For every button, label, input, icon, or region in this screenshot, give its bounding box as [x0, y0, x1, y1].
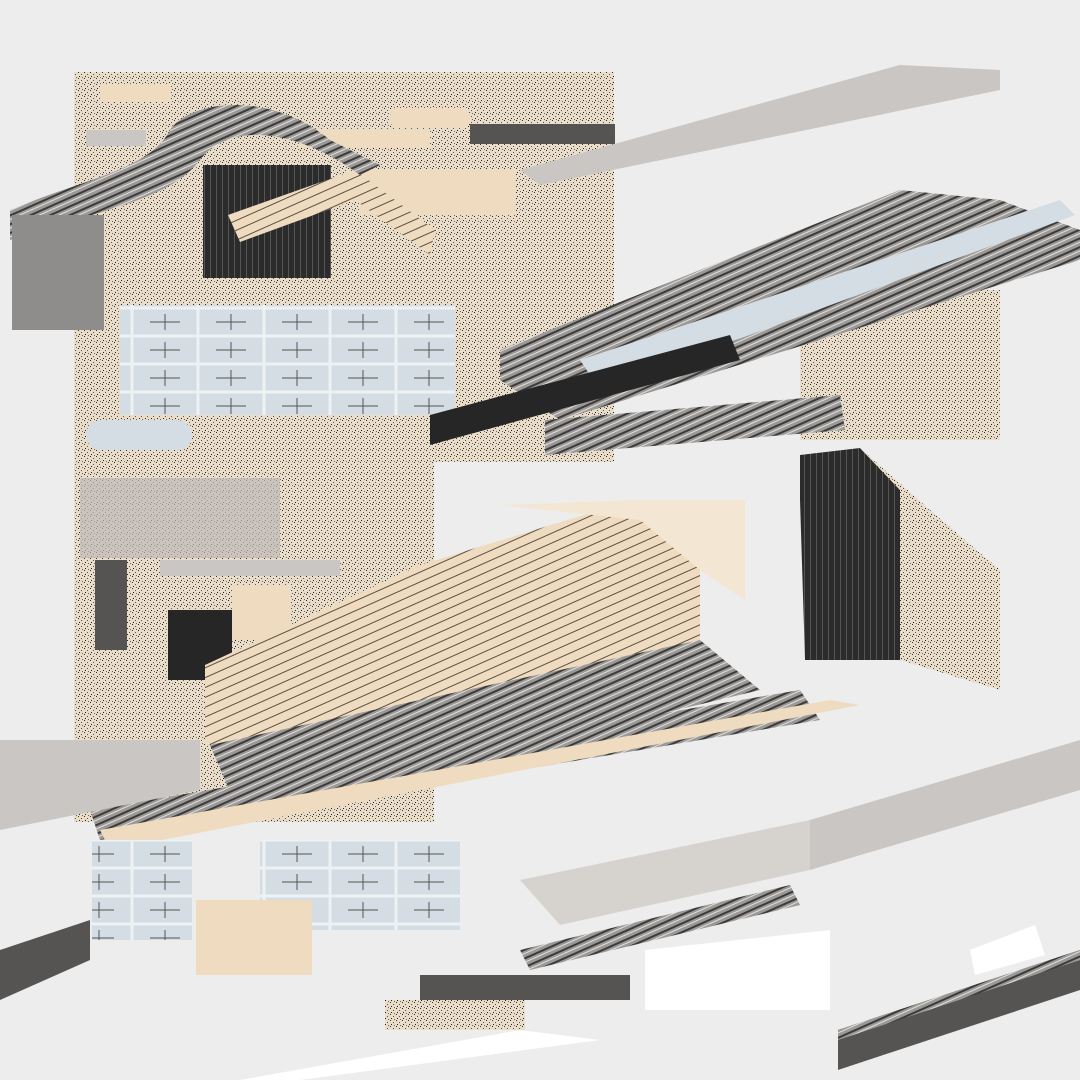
striped-band: [838, 950, 1080, 1040]
gray-room: [80, 478, 280, 558]
blue-grid-lower: [92, 840, 192, 940]
striped-band: [520, 885, 800, 970]
gray-slab-light: [520, 820, 810, 925]
tan-strip: [100, 84, 170, 102]
diagonal-band: [228, 170, 435, 255]
dark-tall-room: [800, 448, 900, 660]
white-patch: [645, 930, 830, 1010]
gray-band: [0, 740, 200, 830]
dark-block: [420, 975, 630, 1000]
gray-bar: [160, 560, 340, 576]
swoosh-band: [10, 105, 380, 240]
rail-band: [545, 395, 845, 455]
tan-upper: [500, 500, 745, 600]
gray-diagonal: [520, 65, 1000, 185]
white-swoosh: [240, 1030, 600, 1080]
speckle-block: [385, 1000, 525, 1030]
dark-room: [95, 560, 127, 650]
rail-dark: [430, 335, 740, 445]
tan-wave: [860, 448, 1000, 690]
white-patch: [970, 925, 1045, 975]
tan-band: [100, 700, 860, 850]
tan-strip: [390, 108, 470, 128]
blue-room-grid: [120, 305, 455, 415]
blue-pill: [86, 420, 192, 450]
gray-slab: [810, 740, 1080, 870]
dark-strip: [470, 124, 615, 144]
tan-room: [196, 900, 312, 975]
dark-band: [0, 920, 90, 1000]
gray-panel: [12, 215, 104, 330]
gray-strip: [86, 130, 146, 146]
